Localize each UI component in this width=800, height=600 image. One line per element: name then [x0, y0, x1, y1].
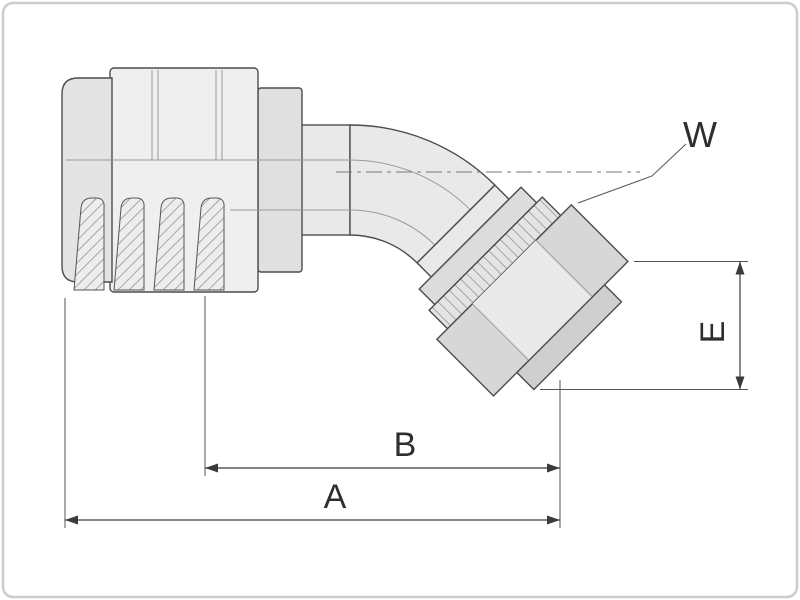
nut-nose	[515, 283, 623, 391]
dim-label-w: W	[683, 114, 717, 155]
serrations	[73, 197, 225, 291]
w-leader-line	[577, 143, 687, 204]
ferrule-step	[257, 87, 303, 273]
serration-rib	[73, 197, 105, 291]
bend-inner-contour-line	[349, 159, 471, 211]
tube-straight-section	[299, 124, 351, 236]
dim-label-e: E	[694, 321, 732, 344]
dimension-b: B	[204, 296, 561, 528]
hex-flat-edge-line	[471, 303, 530, 361]
dim-label-a: A	[324, 478, 347, 516]
swivel-end-assembly	[416, 184, 629, 397]
dimension-e: E	[540, 261, 748, 390]
arrowhead	[547, 463, 560, 473]
serration-rib	[113, 197, 145, 291]
fitting-drawing	[61, 67, 640, 397]
serration-rib	[193, 197, 225, 291]
hex-nut-flat	[472, 240, 593, 361]
serration-rib	[153, 197, 185, 291]
arrowhead	[65, 515, 78, 525]
arrowhead	[205, 463, 218, 473]
arrowhead	[735, 376, 745, 390]
ferrule	[61, 67, 350, 293]
arrowhead	[735, 261, 745, 275]
dimension-w: W	[577, 114, 717, 204]
dimension-a: A	[64, 298, 560, 528]
bend-inner-contour-line	[349, 209, 436, 246]
arrowhead	[547, 515, 560, 525]
hex-flat-edge-line	[535, 239, 593, 298]
dim-label-b: B	[394, 426, 417, 464]
